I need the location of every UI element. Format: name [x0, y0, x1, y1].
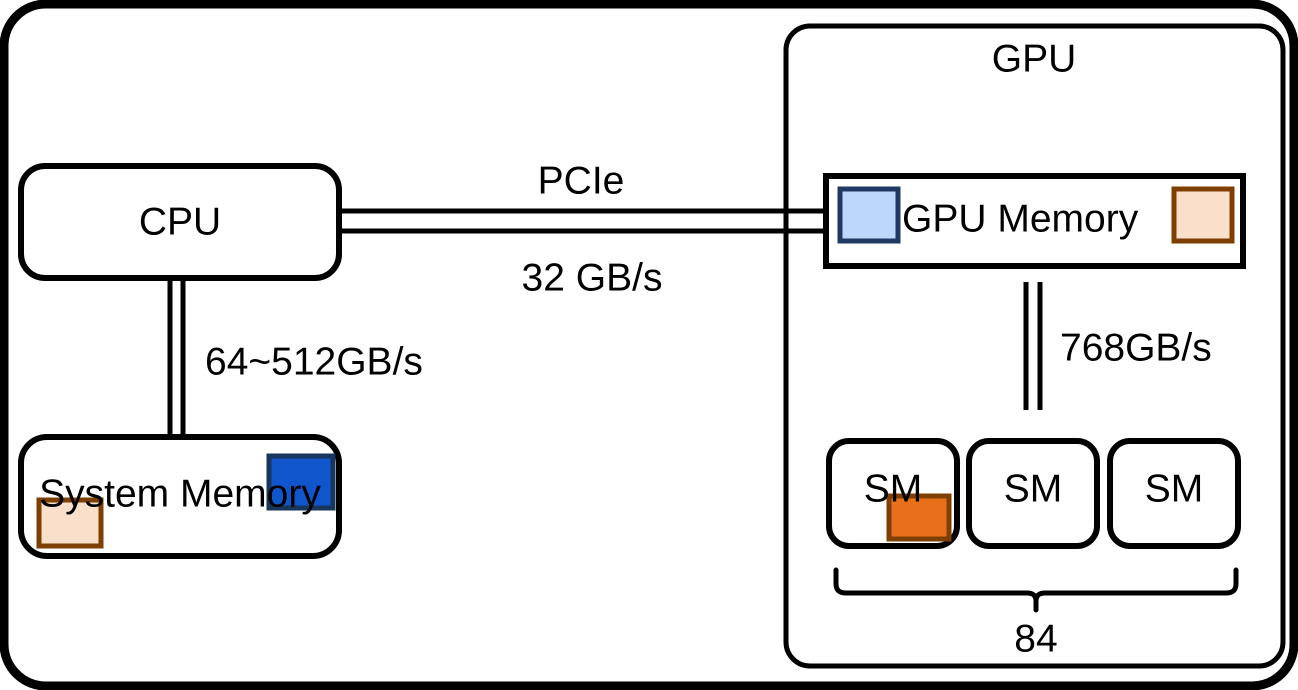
gpu-memory-bandwidth-label: 768GB/s: [1060, 326, 1212, 369]
pcie-bandwidth-label: 32 GB/s: [522, 256, 663, 299]
cpu-memory-bandwidth-label: 64~512GB/s: [205, 340, 423, 383]
pcie-link: [338, 208, 828, 234]
pcie-label: PCIe: [538, 159, 625, 202]
cpu-box[interactable]: [18, 163, 342, 281]
gpu-memory-label: GPU Memory: [902, 197, 1139, 240]
sm-label-3: SM: [1145, 467, 1204, 510]
sm-label-1: SM: [864, 467, 923, 510]
sm-box-3[interactable]: [1107, 438, 1241, 549]
data-block-blue: [266, 453, 336, 511]
gpu-memory-sm-link: [1023, 282, 1043, 410]
gpu-panel-title: GPU: [992, 37, 1077, 80]
data-block-peach-system: [36, 497, 104, 549]
sm-count-label: 84: [1014, 617, 1057, 660]
data-block-light-blue: [837, 186, 901, 244]
sm-count-brace: [833, 567, 1239, 613]
cpu-system-memory-link: [167, 276, 186, 444]
system-memory-label: System Memory: [39, 472, 321, 515]
data-block-peach-gpu: [1171, 186, 1235, 244]
cpu-label: CPU: [139, 200, 221, 243]
sm-box-2[interactable]: [966, 438, 1100, 549]
sm-label-2: SM: [1004, 467, 1063, 510]
data-block-orange: [886, 493, 952, 542]
